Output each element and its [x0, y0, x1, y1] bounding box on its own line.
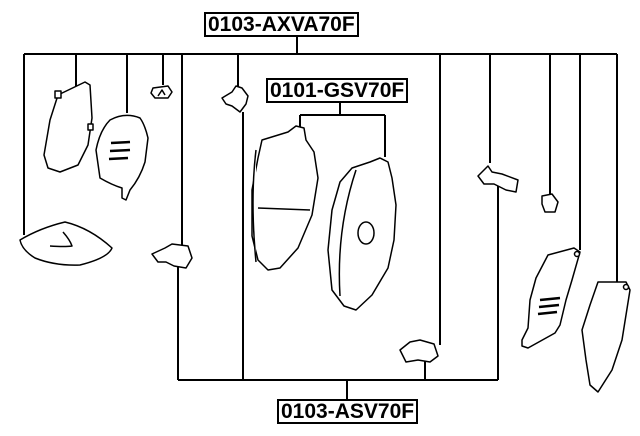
shim-left-outer-icon [43, 81, 94, 173]
wear-sensor-clip-icon [150, 85, 173, 99]
shim-left-inner-icon [95, 114, 149, 201]
shim-right-outer-icon [581, 281, 631, 393]
kit-label-bottom: 0103-ASV70F [277, 399, 419, 424]
anti-rattle-clip-lower-right-icon [399, 339, 439, 363]
brake-pad-right-icon [327, 157, 397, 311]
kit-label-top: 0103-AXVA70F [204, 12, 359, 37]
wear-sensor-clip-right-icon [541, 193, 559, 213]
shim-right-inner-icon [521, 247, 581, 349]
grease-packet-icon [19, 221, 113, 266]
pad-set-label: 0101-GSV70F [266, 78, 409, 103]
leader-lines [23, 34, 618, 399]
brake-pad-left-icon [251, 125, 319, 271]
anti-rattle-clip-upper-icon [221, 85, 249, 113]
anti-rattle-clip-right-icon [477, 165, 519, 193]
anti-rattle-clip-lower-icon [151, 243, 193, 269]
